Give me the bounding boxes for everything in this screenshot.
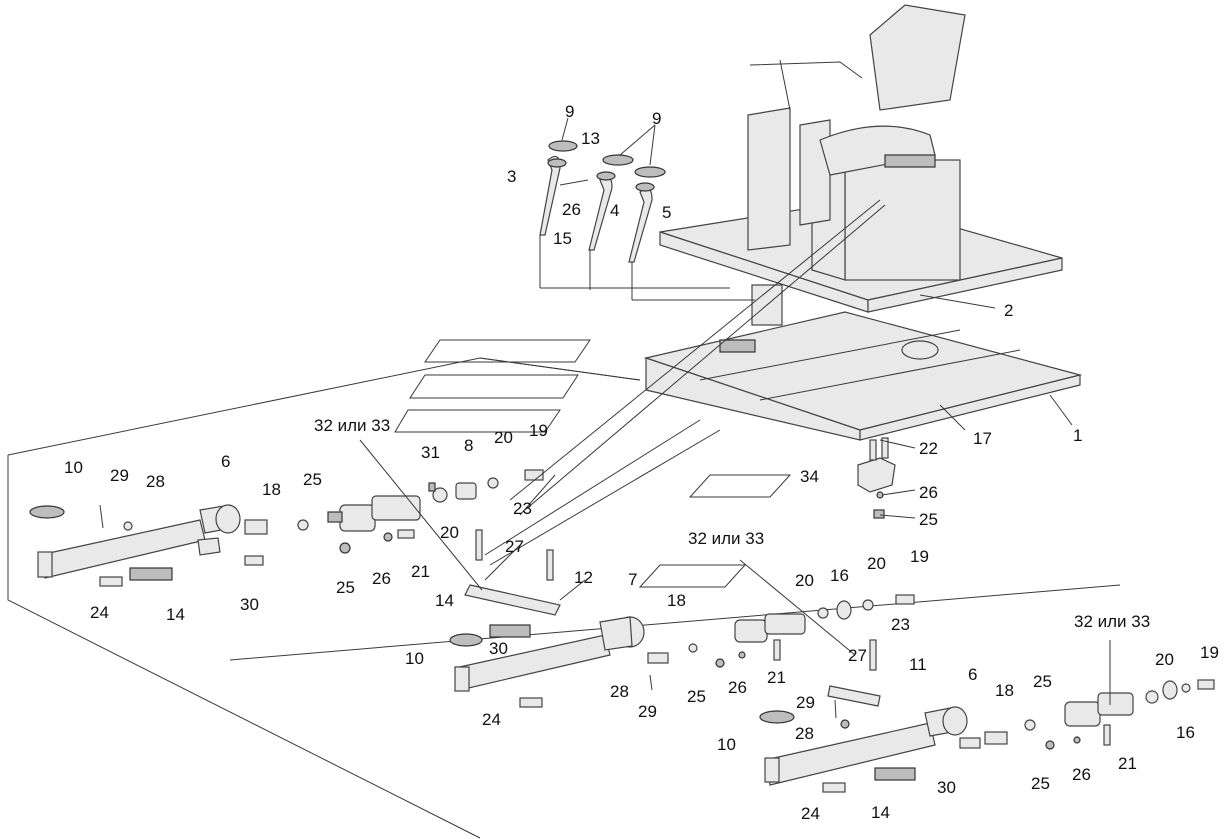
callout-26: 26: [1072, 765, 1091, 784]
right-lever-assembly: [759, 639, 1036, 793]
callout-13: 13: [581, 129, 600, 148]
callout-26: 26: [372, 569, 391, 588]
callout-6: 6: [968, 665, 977, 684]
leader-line: [1049, 394, 1073, 426]
callout-21: 21: [411, 562, 430, 581]
callout-24: 24: [90, 603, 109, 622]
callout-29: 29: [796, 693, 815, 712]
callout-20: 20: [494, 428, 513, 447]
callout-18: 18: [995, 681, 1014, 700]
callout-31: 31: [421, 443, 440, 462]
callout-19: 19: [529, 421, 548, 440]
callout-26: 26: [562, 200, 581, 219]
left-cylinder-assembly: [297, 469, 544, 554]
middle-cylinder-assembly: [688, 594, 915, 668]
callout-19: 19: [910, 547, 929, 566]
callout-labels: 1 2 3 4 5 6 6 7 8 9 9 10 10 10 11 12 13 …: [64, 102, 1219, 823]
pedal-leader-lines: [539, 117, 755, 301]
callout-30: 30: [240, 595, 259, 614]
seat-platform-assembly: [659, 4, 1063, 326]
callout-11: 11: [909, 655, 927, 674]
callout-26: 26: [919, 483, 938, 502]
callout-27: 27: [505, 537, 524, 556]
callout-20: 20: [795, 571, 814, 590]
callout-4: 4: [610, 201, 619, 220]
callout-8: 8: [464, 436, 473, 455]
callout-14: 14: [871, 803, 890, 822]
callout-26: 26: [728, 678, 747, 697]
callout-32-or-33: 32 или 33: [314, 416, 390, 435]
callout-27: 27: [848, 646, 867, 665]
callout-32-or-33: 32 или 33: [688, 529, 764, 548]
callout-20: 20: [1155, 650, 1174, 669]
callout-2: 2: [1004, 301, 1013, 320]
callout-30: 30: [489, 639, 508, 658]
callout-29: 29: [110, 466, 129, 485]
middle-lever-assembly: [449, 529, 669, 708]
callout-9: 9: [652, 109, 661, 128]
callout-34: 34: [800, 467, 819, 486]
floor-frame: [643, 311, 1083, 441]
callout-10: 10: [64, 458, 83, 477]
callout-16: 16: [830, 566, 849, 585]
callout-29: 29: [638, 702, 657, 721]
right-cylinder-assembly: [1045, 679, 1215, 750]
leader-line: [939, 404, 966, 431]
callout-19: 19: [1200, 643, 1219, 662]
callout-25: 25: [687, 687, 706, 706]
assembly-frame-lines: [7, 357, 1121, 839]
callout-22: 22: [919, 439, 938, 458]
callout-18: 18: [262, 480, 281, 499]
callout-20: 20: [440, 523, 459, 542]
callout-3: 3: [507, 167, 516, 186]
callout-1: 1: [1073, 426, 1082, 445]
leader-line: [919, 294, 996, 309]
callout-28: 28: [146, 472, 165, 491]
callout-15: 15: [553, 229, 572, 248]
callout-9: 9: [565, 102, 574, 121]
callout-21: 21: [767, 668, 786, 687]
callout-25: 25: [1031, 774, 1050, 793]
callout-25: 25: [919, 510, 938, 529]
callout-5: 5: [662, 203, 671, 222]
callout-6: 6: [221, 452, 230, 471]
callout-17: 17: [973, 429, 992, 448]
callout-7: 7: [628, 570, 637, 589]
valve-block-assembly: [857, 437, 916, 519]
callout-32-or-33: 32 или 33: [1074, 612, 1150, 631]
callout-23: 23: [891, 615, 910, 634]
callout-10: 10: [405, 649, 424, 668]
callout-25: 25: [1033, 672, 1052, 691]
callout-14: 14: [166, 605, 185, 624]
left-lever-assembly: [29, 504, 268, 587]
callout-21: 21: [1118, 754, 1137, 773]
callout-28: 28: [795, 724, 814, 743]
callout-23: 23: [513, 499, 532, 518]
callout-10: 10: [717, 735, 736, 754]
callout-16: 16: [1176, 723, 1195, 742]
callout-24: 24: [482, 710, 501, 729]
connector-lines: [359, 199, 1111, 705]
callout-14: 14: [435, 591, 454, 610]
callout-20: 20: [867, 554, 886, 573]
callout-25: 25: [303, 470, 322, 489]
callout-12: 12: [574, 568, 593, 587]
callout-24: 24: [801, 804, 820, 823]
callout-30: 30: [937, 778, 956, 797]
callout-28: 28: [610, 682, 629, 701]
callout-25: 25: [336, 578, 355, 597]
hatch-bands: [394, 339, 792, 588]
callout-18: 18: [667, 591, 686, 610]
pedal-rods: [539, 140, 666, 263]
